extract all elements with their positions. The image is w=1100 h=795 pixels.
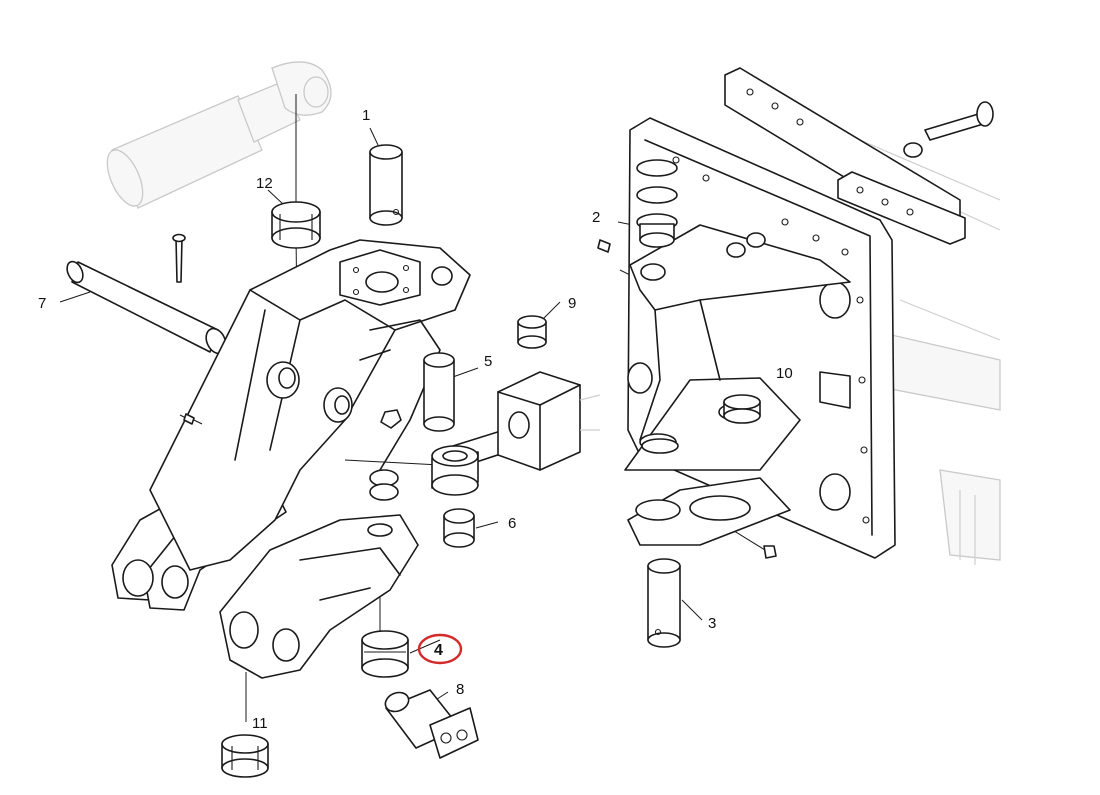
callout-6: 6 bbox=[508, 515, 516, 532]
callout-5: 5 bbox=[484, 353, 492, 370]
tie-bar bbox=[724, 67, 994, 245]
callout-4: 4 bbox=[434, 642, 443, 659]
hitch-frame bbox=[111, 239, 471, 611]
bush-item-10 bbox=[641, 394, 761, 454]
bushing-item-11 bbox=[221, 734, 269, 778]
callout-2: 2 bbox=[592, 209, 600, 226]
bushing-item-4 bbox=[361, 630, 409, 678]
highlight-circle bbox=[417, 633, 463, 665]
callout-1: 1 bbox=[362, 107, 370, 124]
pin-item-8 bbox=[384, 689, 479, 759]
callout-11: 11 bbox=[252, 715, 268, 732]
bush-item-9 bbox=[517, 315, 547, 349]
callout-8: 8 bbox=[456, 681, 464, 698]
callout-10: 10 bbox=[776, 365, 793, 382]
callout-labels: 1 2 3 4 5 6 7 8 9 10 11 12 bbox=[38, 107, 793, 732]
seal-stack-item-2 bbox=[636, 159, 766, 258]
pin-item-1 bbox=[369, 144, 403, 226]
callout-7: 7 bbox=[38, 295, 46, 312]
ghost-hydraulic-cylinder bbox=[106, 61, 332, 209]
bush-item-6 bbox=[443, 508, 475, 548]
pin-item-7 bbox=[66, 233, 227, 355]
callout-3: 3 bbox=[708, 615, 716, 632]
lower-bracket bbox=[219, 469, 419, 679]
callout-9: 9 bbox=[568, 295, 576, 312]
callout-12: 12 bbox=[256, 175, 273, 192]
cross-block bbox=[497, 371, 601, 471]
bushing-item-12 bbox=[271, 201, 321, 249]
pin-item-3 bbox=[647, 558, 681, 648]
pin-item-5 bbox=[423, 352, 455, 432]
